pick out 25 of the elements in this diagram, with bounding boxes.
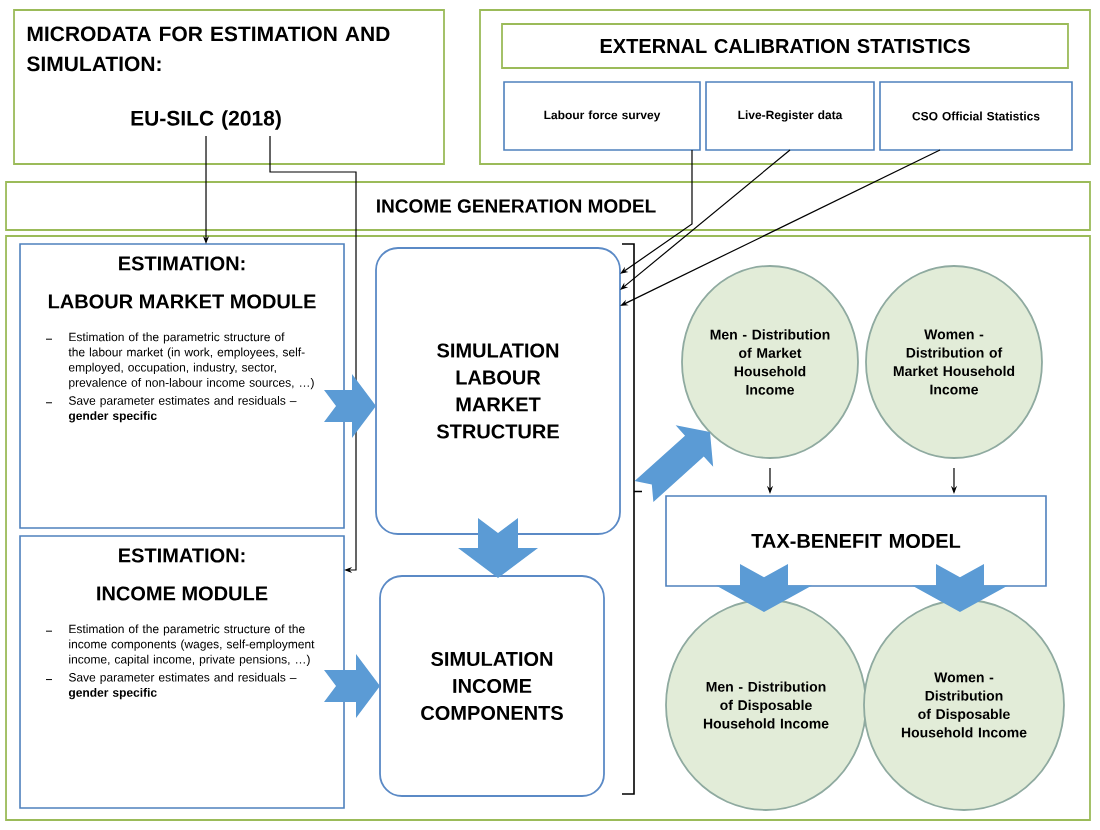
block-arrow (458, 518, 538, 578)
panel-heading: MICRODATA FOR ESTIMATION AND SIMULATION: (27, 26, 390, 72)
module-panel (19, 243, 345, 529)
heading-box: EXTERNAL CALIBRATION STATISTICS (501, 23, 1069, 69)
arrow (620, 149, 791, 290)
process-box: SIMULATION INCOME COMPONENTS (379, 575, 605, 797)
panel-heading: INCOME MODULE (97, 586, 268, 601)
module-panel (19, 535, 345, 809)
arrow (620, 149, 693, 274)
block-arrow (912, 564, 1008, 612)
panel-heading: ESTIMATION: (119, 256, 245, 271)
source-panel (13, 9, 445, 165)
band-title: INCOME GENERATION MODEL (377, 199, 656, 213)
block-arrow (324, 654, 380, 718)
model-box: TAX-BENEFIT MODEL (665, 495, 1047, 587)
panel-heading: ESTIMATION: (119, 548, 245, 563)
process-box: SIMULATION LABOUR MARKET STRUCTURE (375, 247, 621, 535)
data-source-label: EU-SILC (2018) (131, 110, 281, 130)
block-arrow (324, 374, 376, 438)
panel-heading: LABOUR MARKET MODULE (48, 294, 316, 309)
block-arrow (716, 564, 812, 612)
arrow (269, 135, 357, 574)
block-arrow (634, 425, 714, 502)
model-section (5, 181, 1091, 821)
group-frame (479, 9, 1091, 165)
